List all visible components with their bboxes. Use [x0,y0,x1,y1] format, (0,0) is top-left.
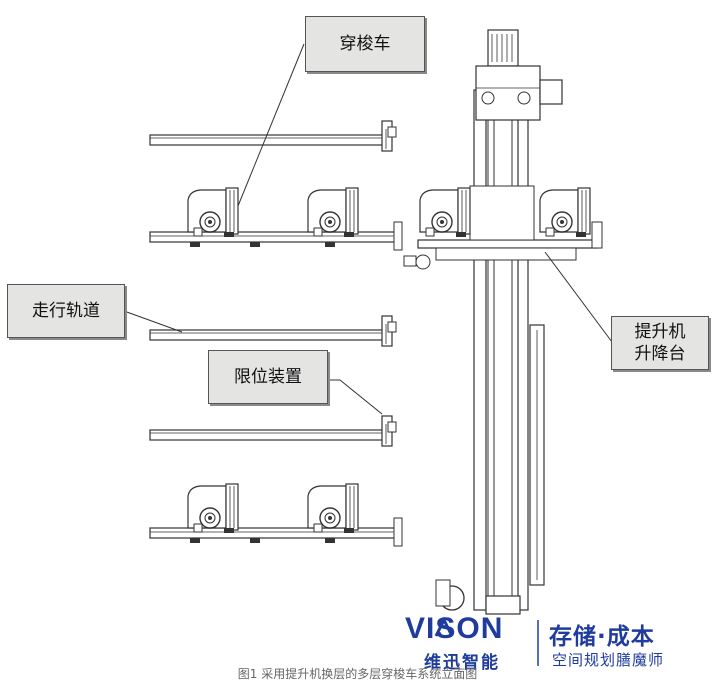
callout-shuttle: 穿梭车 [305,16,425,72]
callout-shuttle-label: 穿梭车 [339,34,391,54]
logo-slogan: 存储·成本 [549,624,655,650]
figure-caption: 图1 采用提升机换层的多层穿梭车系统立面图 [237,667,478,681]
callout-limit-device-label: 限位装置 [234,367,302,387]
logo-tagline: 空间规划膳魔师 [552,651,665,669]
callout-limit-device: 限位装置 [208,350,328,404]
callout-lift-platform: 提升机 升降台 [611,316,709,370]
callout-track: 走行轨道 [7,284,125,338]
callout-lift-platform-line2: 升降台 [634,344,686,364]
callout-lift-platform-line1: 提升机 [634,322,686,342]
callout-track-label: 走行轨道 [32,301,100,321]
logo-brand-cn: 维迅智能 [424,653,500,673]
logo-wordmark: VISON [405,612,504,645]
